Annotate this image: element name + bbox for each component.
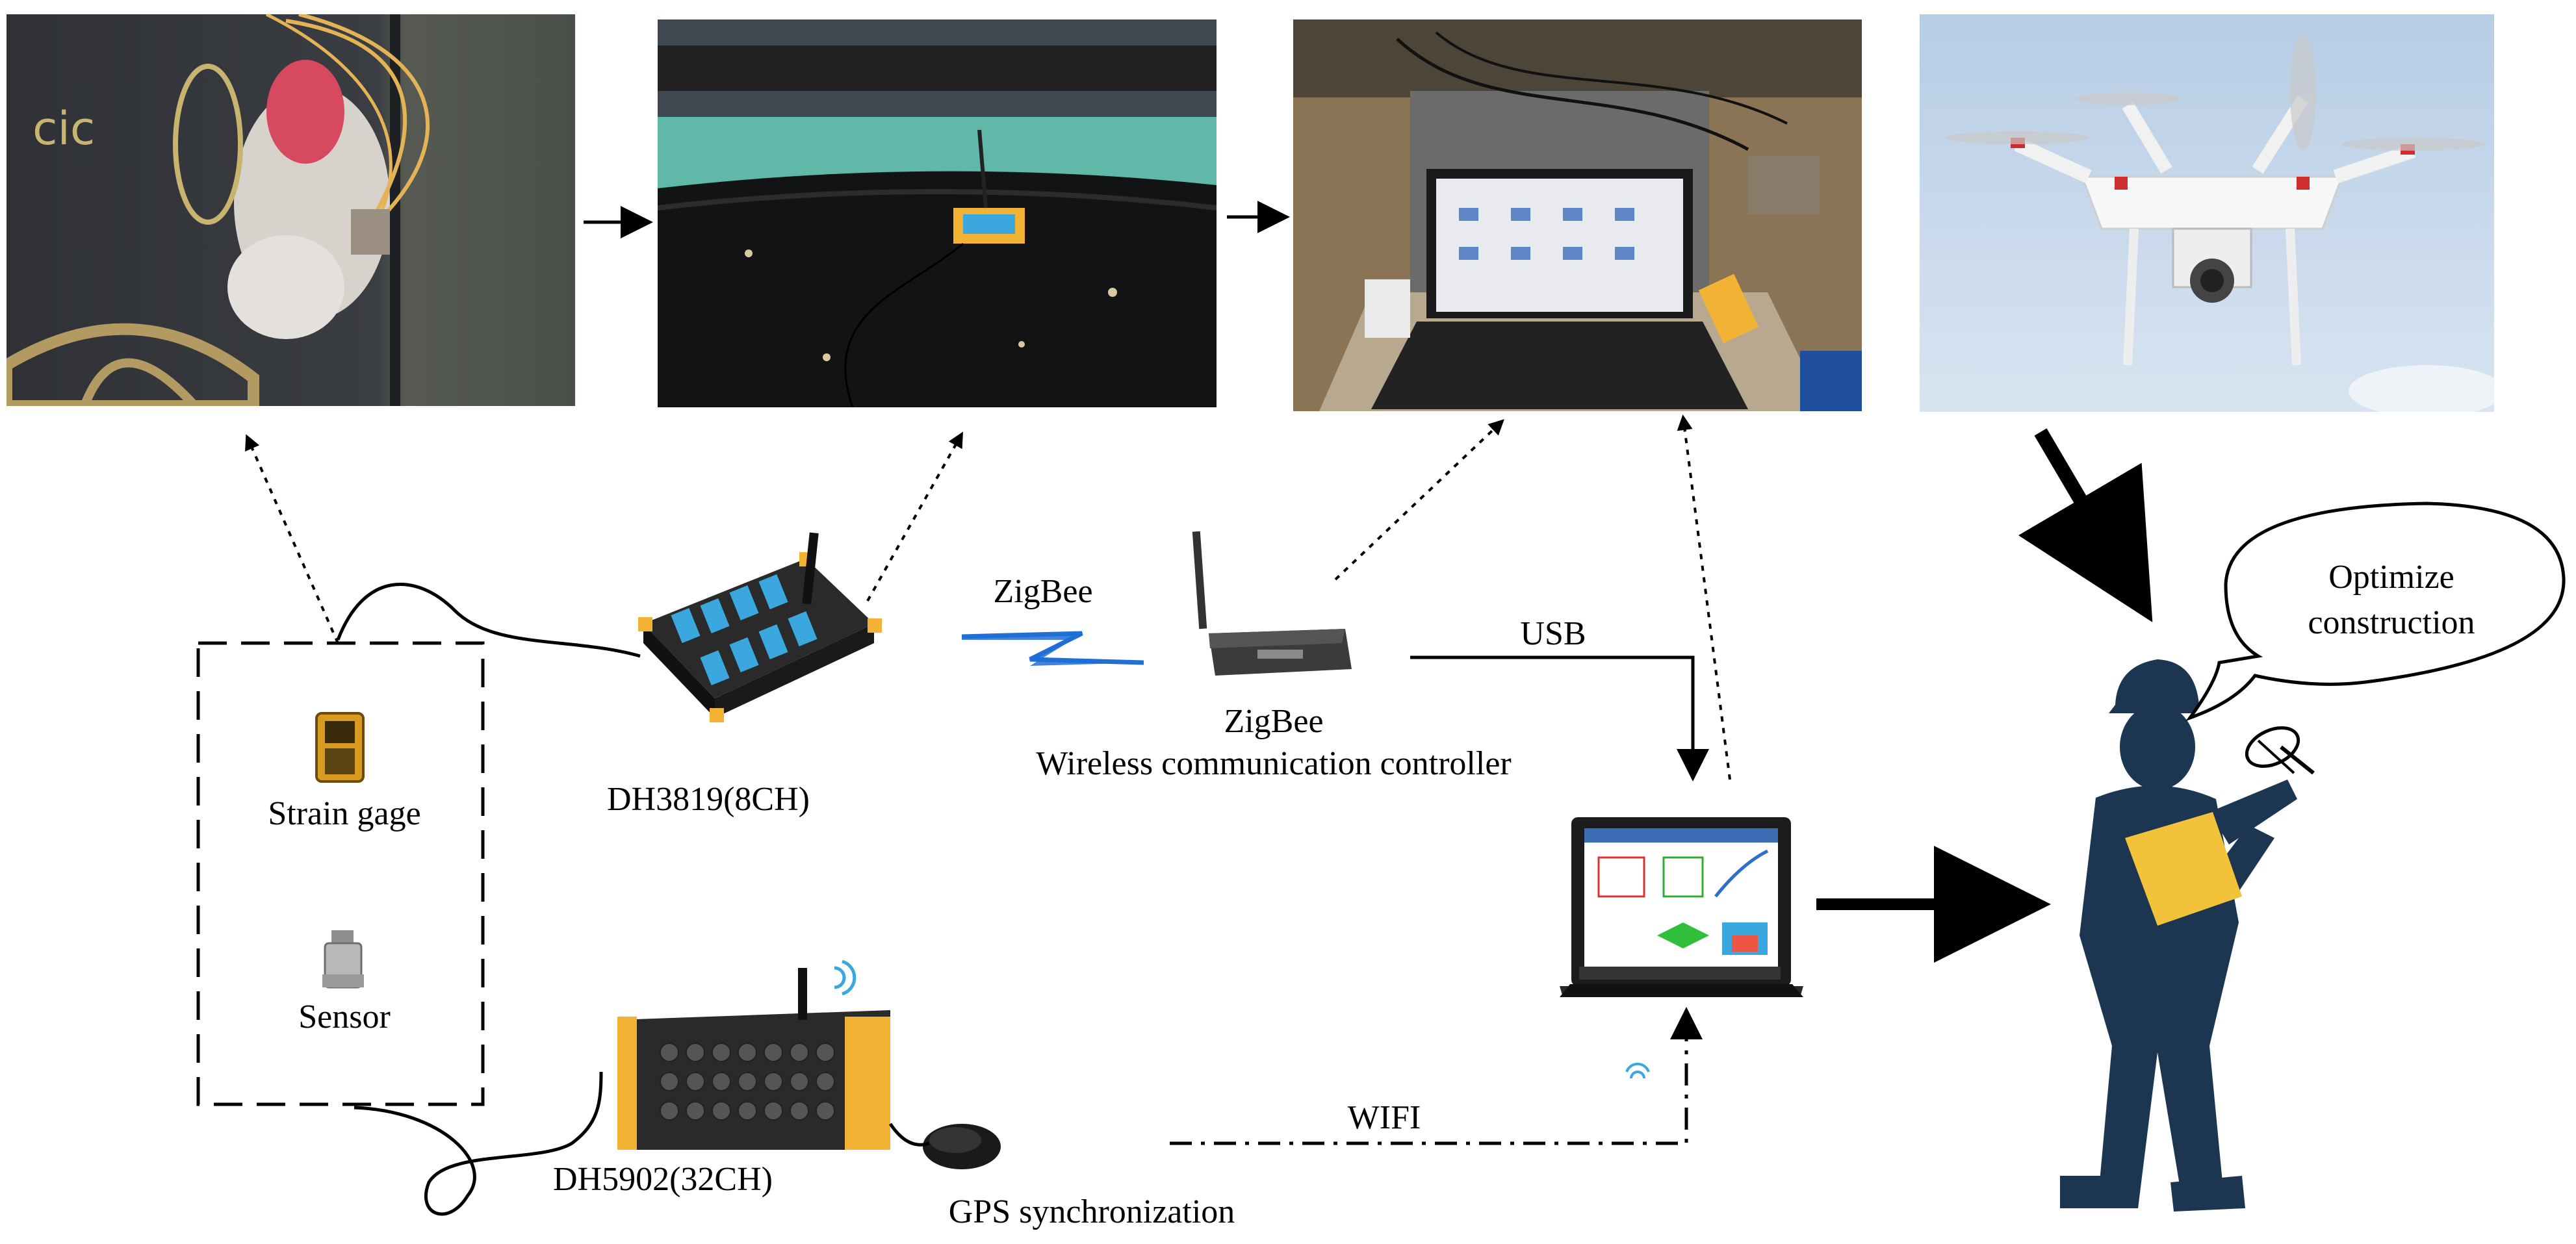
dotted-arrow-laptop-to-photo3 xyxy=(1677,414,1731,780)
laptop-icon xyxy=(1560,817,1803,1079)
photo-drone xyxy=(1920,14,2494,412)
label-usb: USB xyxy=(1520,615,1586,652)
cable-sensors-to-dh3819 xyxy=(336,583,641,658)
arrow-drone-to-worker xyxy=(2018,428,2153,622)
sensor-group-box xyxy=(196,641,485,1106)
dotted-arrow-zigbee-to-photo3 xyxy=(1334,419,1504,581)
label-dh5902: DH5902(32CH) xyxy=(553,1161,773,1198)
label-strain-gage: Strain gage xyxy=(268,795,421,832)
usb-connector xyxy=(1410,655,1709,781)
sensor-icon xyxy=(322,930,364,989)
photo-strain-gage-installation: cic xyxy=(6,14,575,406)
speech-text-line1: Optimize xyxy=(2328,559,2454,596)
gps-antenna-icon xyxy=(888,1123,1001,1169)
clipboard-icon xyxy=(2125,812,2242,926)
label-zigbee-controller-line2: Wireless communication controller xyxy=(1036,745,1512,782)
label-zigbee-controller-line1: ZigBee xyxy=(1224,703,1324,740)
dotted-arrow-sensors-to-photo1 xyxy=(245,434,339,644)
dh3819-logger-icon xyxy=(638,532,882,722)
photo-laptop-on-boat xyxy=(1293,19,1862,411)
label-dh3819: DH3819(8CH) xyxy=(607,781,810,818)
label-gps: GPS synchronization xyxy=(948,1193,1235,1230)
dh5902-logger-icon xyxy=(617,959,890,1150)
speech-bubble xyxy=(2185,501,2566,722)
svg-text:cic: cic xyxy=(32,102,95,155)
cable-sensors-to-dh5902 xyxy=(354,1071,603,1216)
zigbee-controller-icon xyxy=(1192,531,1352,676)
speech-text-line2: construction xyxy=(2308,604,2475,641)
photo-logger-on-pipe xyxy=(658,19,1217,407)
label-sensor: Sensor xyxy=(298,998,391,1035)
label-wifi: WIFI xyxy=(1347,1099,1421,1136)
radio-handset-icon xyxy=(2245,726,2315,775)
label-zigbee-top: ZigBee xyxy=(993,573,1093,610)
strain-gage-icon xyxy=(315,712,365,783)
dotted-arrow-dh3819-to-photo2 xyxy=(866,431,963,602)
